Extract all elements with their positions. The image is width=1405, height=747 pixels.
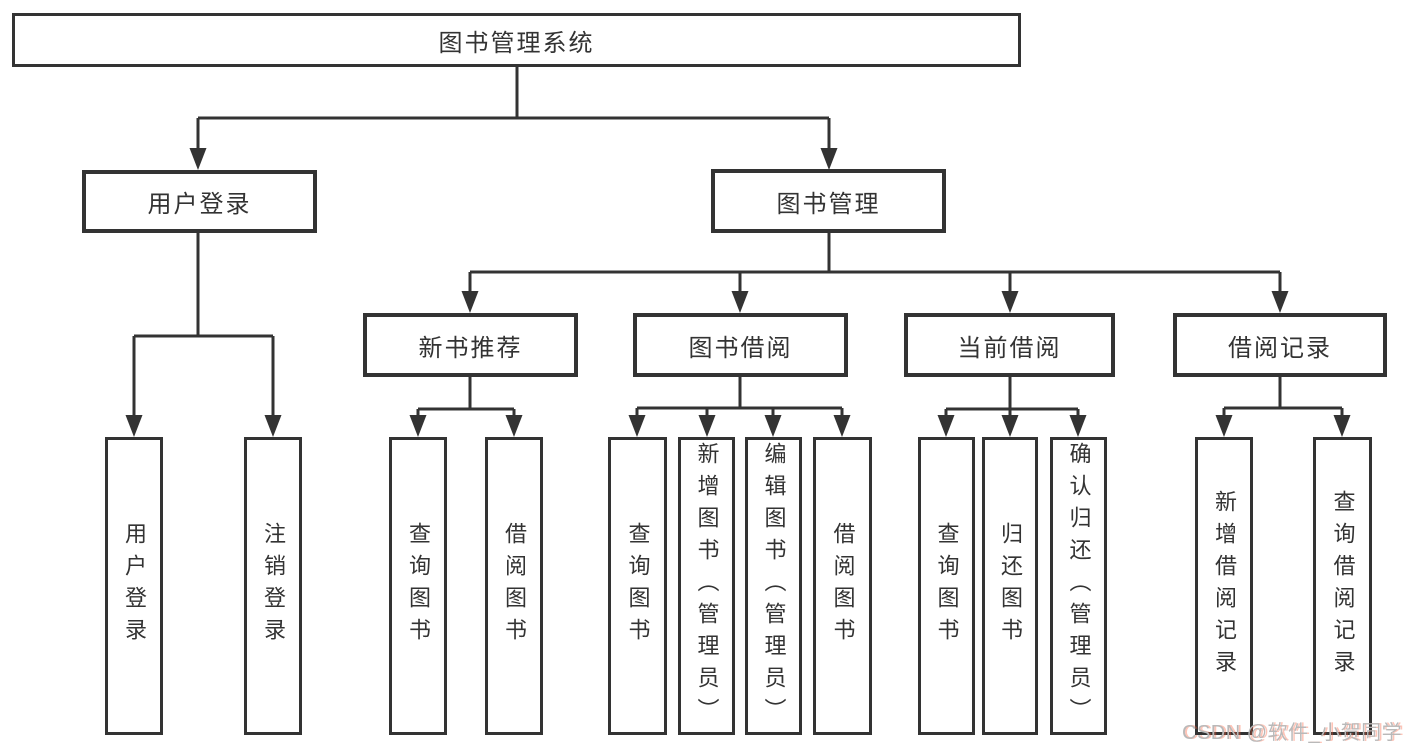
node-user-login-label: 用户登录	[147, 191, 252, 218]
leaf-logout: 注销登录	[244, 437, 302, 735]
node-root-label: 图书管理系统	[438, 29, 595, 57]
leaf-borrow-query-label: 查询图书	[625, 522, 651, 650]
leaf-borrow-borrow: 借阅图书	[813, 437, 872, 735]
node-current-borrow: 当前借阅	[904, 313, 1115, 377]
node-book-mgmt: 图书管理	[711, 169, 946, 233]
leaf-borrow-query: 查询图书	[608, 437, 667, 735]
leaf-current-confirm-label: 确认归还（管理员）	[1066, 442, 1092, 730]
leaf-logout-label: 注销登录	[261, 522, 286, 650]
leaf-user-login-label: 用户登录	[122, 522, 147, 650]
leaf-borrow-add-label: 新增图书（管理员）	[694, 442, 720, 730]
connector-new-book-branch	[416, 377, 516, 419]
leaf-record-add: 新增借阅记录	[1195, 437, 1253, 735]
leaf-current-return-label: 归还图书	[998, 522, 1023, 650]
leaf-current-confirm: 确认归还（管理员）	[1050, 437, 1107, 735]
leaf-record-query-label: 查询借阅记录	[1330, 490, 1356, 682]
leaf-record-add-label: 新增借阅记录	[1212, 490, 1237, 682]
connector-root-to-level2	[196, 67, 831, 150]
leaf-newbook-borrow-label: 借阅图书	[502, 522, 527, 650]
connector-book-borrow-branch	[635, 377, 844, 419]
node-book-borrow-label: 图书借阅	[688, 334, 793, 362]
connector-user-login-branch	[132, 232, 275, 417]
leaf-newbook-query: 查询图书	[389, 437, 447, 735]
leaf-borrow-add: 新增图书（管理员）	[678, 437, 735, 735]
leaf-current-query: 查询图书	[918, 437, 975, 735]
leaf-borrow-edit: 编辑图书（管理员）	[745, 437, 802, 735]
connector-current-borrow-branch	[944, 377, 1080, 419]
connector-book-mgmt-branch	[468, 233, 1282, 293]
leaf-current-return: 归还图书	[982, 437, 1038, 735]
leaf-current-query-label: 查询图书	[934, 522, 960, 650]
node-current-borrow-label: 当前借阅	[957, 334, 1062, 362]
leaf-newbook-query-label: 查询图书	[406, 522, 431, 650]
leaf-record-query: 查询借阅记录	[1313, 437, 1372, 735]
arrowheads	[125, 148, 1351, 437]
node-user-login: 用户登录	[82, 170, 317, 233]
node-root: 图书管理系统	[12, 13, 1021, 67]
node-new-book: 新书推荐	[363, 313, 578, 377]
leaf-newbook-borrow: 借阅图书	[485, 437, 543, 735]
leaf-borrow-borrow-label: 借阅图书	[830, 522, 856, 650]
node-book-mgmt-label: 图书管理	[776, 190, 881, 218]
leaf-user-login: 用户登录	[105, 437, 163, 735]
leaf-borrow-edit-label: 编辑图书（管理员）	[761, 442, 787, 730]
node-book-borrow: 图书借阅	[633, 313, 848, 377]
node-borrow-record: 借阅记录	[1173, 313, 1387, 377]
watermark-text: CSDN @软件_小贺同学	[1182, 722, 1403, 744]
connector-borrow-record-branch	[1222, 377, 1344, 419]
node-new-book-label: 新书推荐	[418, 334, 523, 362]
node-borrow-record-label: 借阅记录	[1228, 334, 1332, 362]
